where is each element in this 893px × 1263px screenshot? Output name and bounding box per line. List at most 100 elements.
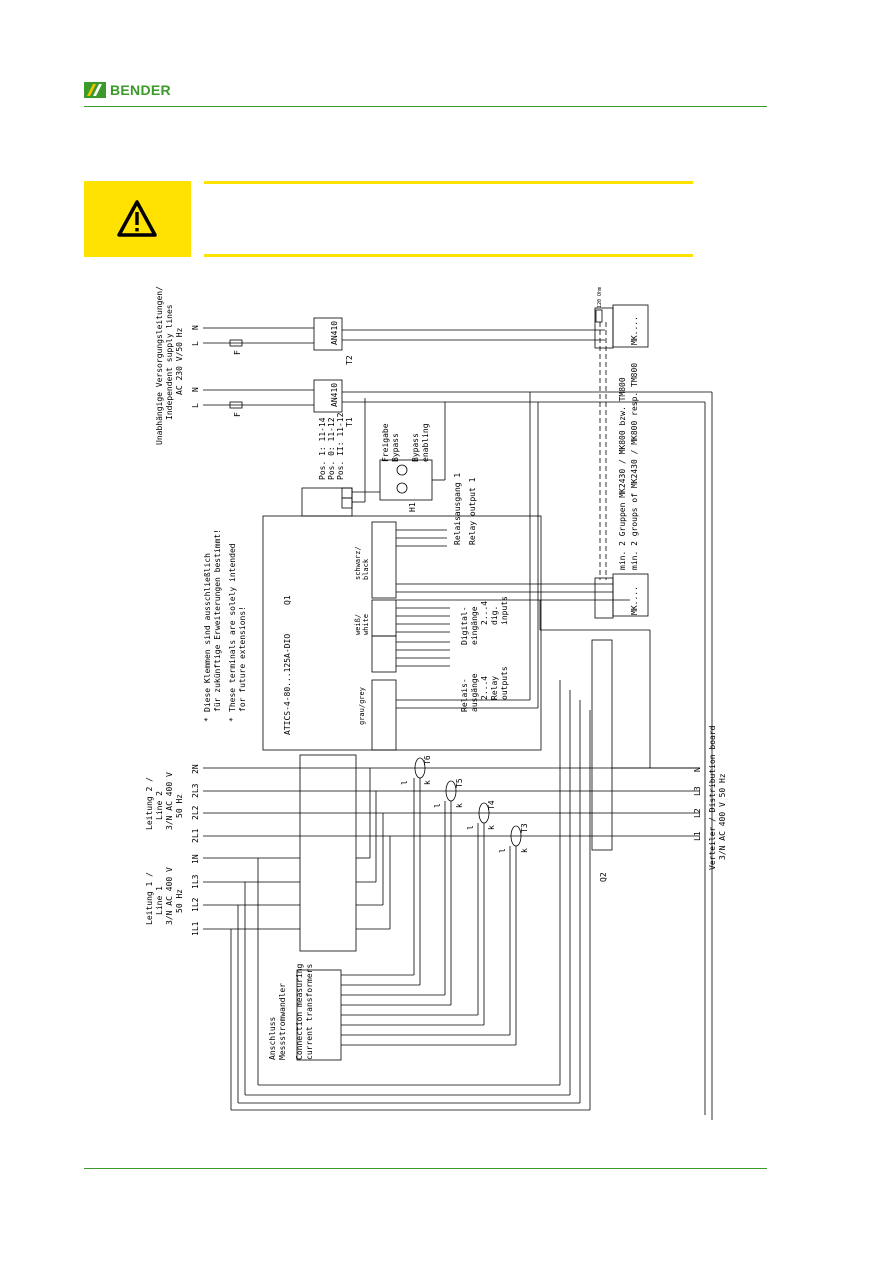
relay-en-1: Relay [490,676,499,700]
t2-label: T2 [345,355,354,365]
mk-top: MK.... [630,316,639,345]
resistor-120: 120 Ohm [597,287,603,308]
bender-logo-icon [84,82,106,98]
warning-box [84,181,191,257]
brand-name: BENDER [110,82,171,98]
freigabe: Freigabe [381,423,390,462]
dig-range: 2...4 [480,601,489,625]
device-name: ATICS-4-80...125A-DIO [283,634,292,735]
an410-top: AN410 [330,321,339,345]
ct-l-t3: l [498,848,507,853]
grau: grau/grey [358,687,366,725]
footnote-en-1: These terminals are solely intended [228,543,237,712]
footnote-de-1: Diese Klemmen sind ausschließlich [203,553,212,712]
ct-l-t6: l [400,780,409,785]
mk-bottom: MK.... [630,586,639,615]
weiss: weiß/ [354,614,362,635]
verteiler-spec: 3/N AC 400 V 50 Hz [718,773,727,860]
input-1l1: 1L1 [191,921,200,936]
supply-l-1: L [191,403,200,408]
input-2l1: 2L1 [191,828,200,843]
warning-top-rule [204,181,693,184]
supply-n: N [191,325,200,330]
supply-l: L [191,341,200,346]
bypass: Bypass [391,433,400,462]
pos-1: Pos. 1: 11-14 [318,417,327,480]
supply-title-en: Independent supply lines [165,304,174,420]
line2-title: Leitung 2 / [145,777,154,830]
min-groups-de: min. 2 Gruppen MK2430 / MK800 bzw. TM800 [618,377,627,570]
relais-de-1: Relais- [460,678,469,712]
relay-en-2: outputs [500,666,509,700]
black: black [362,558,370,580]
warning-triangle-icon [117,200,157,237]
relais-de-2: ausgänge [470,673,479,712]
output-l2: L2 [693,808,702,818]
input-2n: 2N [191,764,200,774]
input-1n: 1N [191,854,200,864]
ct-l-t5: l [433,803,442,808]
schwarz: schwarz/ [354,546,362,580]
ct-k-t6: k [423,780,432,785]
q2-label: Q2 [599,872,608,882]
verteiler: Verteiler / Distribution board [708,725,717,870]
dig-en-2: inputs [500,596,509,625]
footer-rule [84,1168,767,1169]
ct-k-t5: k [455,803,464,808]
min-groups-en: min. 2 groups of MK2430 / MK800 resp. TM… [630,363,639,570]
input-1l3: 1L3 [191,874,200,889]
dig-en-1: dig. [490,606,499,625]
relay-range: 2...4 [480,676,489,700]
input-2l2: 2L2 [191,805,200,820]
fuse-f-2: F [233,350,242,355]
input-1l2: 1L2 [191,897,200,912]
ct-t3: T3 [520,823,529,833]
line2-en: Line 2 [155,791,164,820]
ct-t4: T4 [487,800,496,810]
line2-freq: 50 Hz [175,794,184,818]
line1-spec: 3/N AC 400 V [165,867,174,925]
supply-n-1: N [191,387,200,392]
page-header: BENDER [84,78,767,108]
bypass-enabling-1: Bypass [411,433,420,462]
line2-spec: 3/N AC 400 V [165,772,174,830]
connection-1: Connection measuring [295,963,304,1060]
footnote-de-2: für zukünftige Erweiterungen bestimmt! [213,529,222,712]
an410-bottom: AN410 [330,383,339,407]
connection-2: current transformers [305,963,314,1060]
ct-l-t4: l [466,825,475,830]
q1-label: Q1 [283,595,292,605]
line1-freq: 50 Hz [175,889,184,913]
relaisausgang-de: Relaisausgang 1 [453,473,462,545]
pos-ii: Pos. II: 11-12 [336,412,345,480]
t1-label: T1 [345,417,354,427]
line1-en: Line 1 [155,886,164,915]
supply-spec: AC 230 V/50 Hz [175,327,184,395]
wiring-diagram: Unabhängige Versorgungsleitungen/ Indepe… [145,286,727,1120]
warning-bottom-rule [204,254,693,257]
supply-title-de: Unabhängige Versorgungsleitungen/ [155,286,164,445]
ct-t5: T5 [455,778,464,788]
fuse-f-1: F [233,412,242,417]
output-l1: L1 [693,831,702,841]
digital-de-1: Digital- [460,606,469,645]
digital-de-2: eingänge [470,606,479,645]
header-rule [84,106,767,107]
output-n: N [693,767,702,772]
footnote-en-2: for future extensions! [238,606,247,712]
footnote-star-en: * [228,717,237,722]
anschluss-1: Anschluss [268,1016,277,1060]
bender-logo: BENDER [84,82,171,98]
h1-label: H1 [408,502,417,512]
ct-k-t3: k [520,848,529,853]
output-l3: L3 [693,786,702,796]
anschluss-2: Messstromwandler [278,983,287,1060]
relaisausgang-en: Relay output 1 [468,477,477,545]
ct-t6: T6 [423,755,432,765]
ct-k-t4: k [487,825,496,830]
bypass-enabling-2: enabling [421,423,430,462]
line1-title: Leitung 1 / [145,872,154,925]
white: white [362,614,370,635]
pos-0: Pos. 0: 11-12 [327,417,336,480]
footnote-star-de: * [203,717,212,722]
